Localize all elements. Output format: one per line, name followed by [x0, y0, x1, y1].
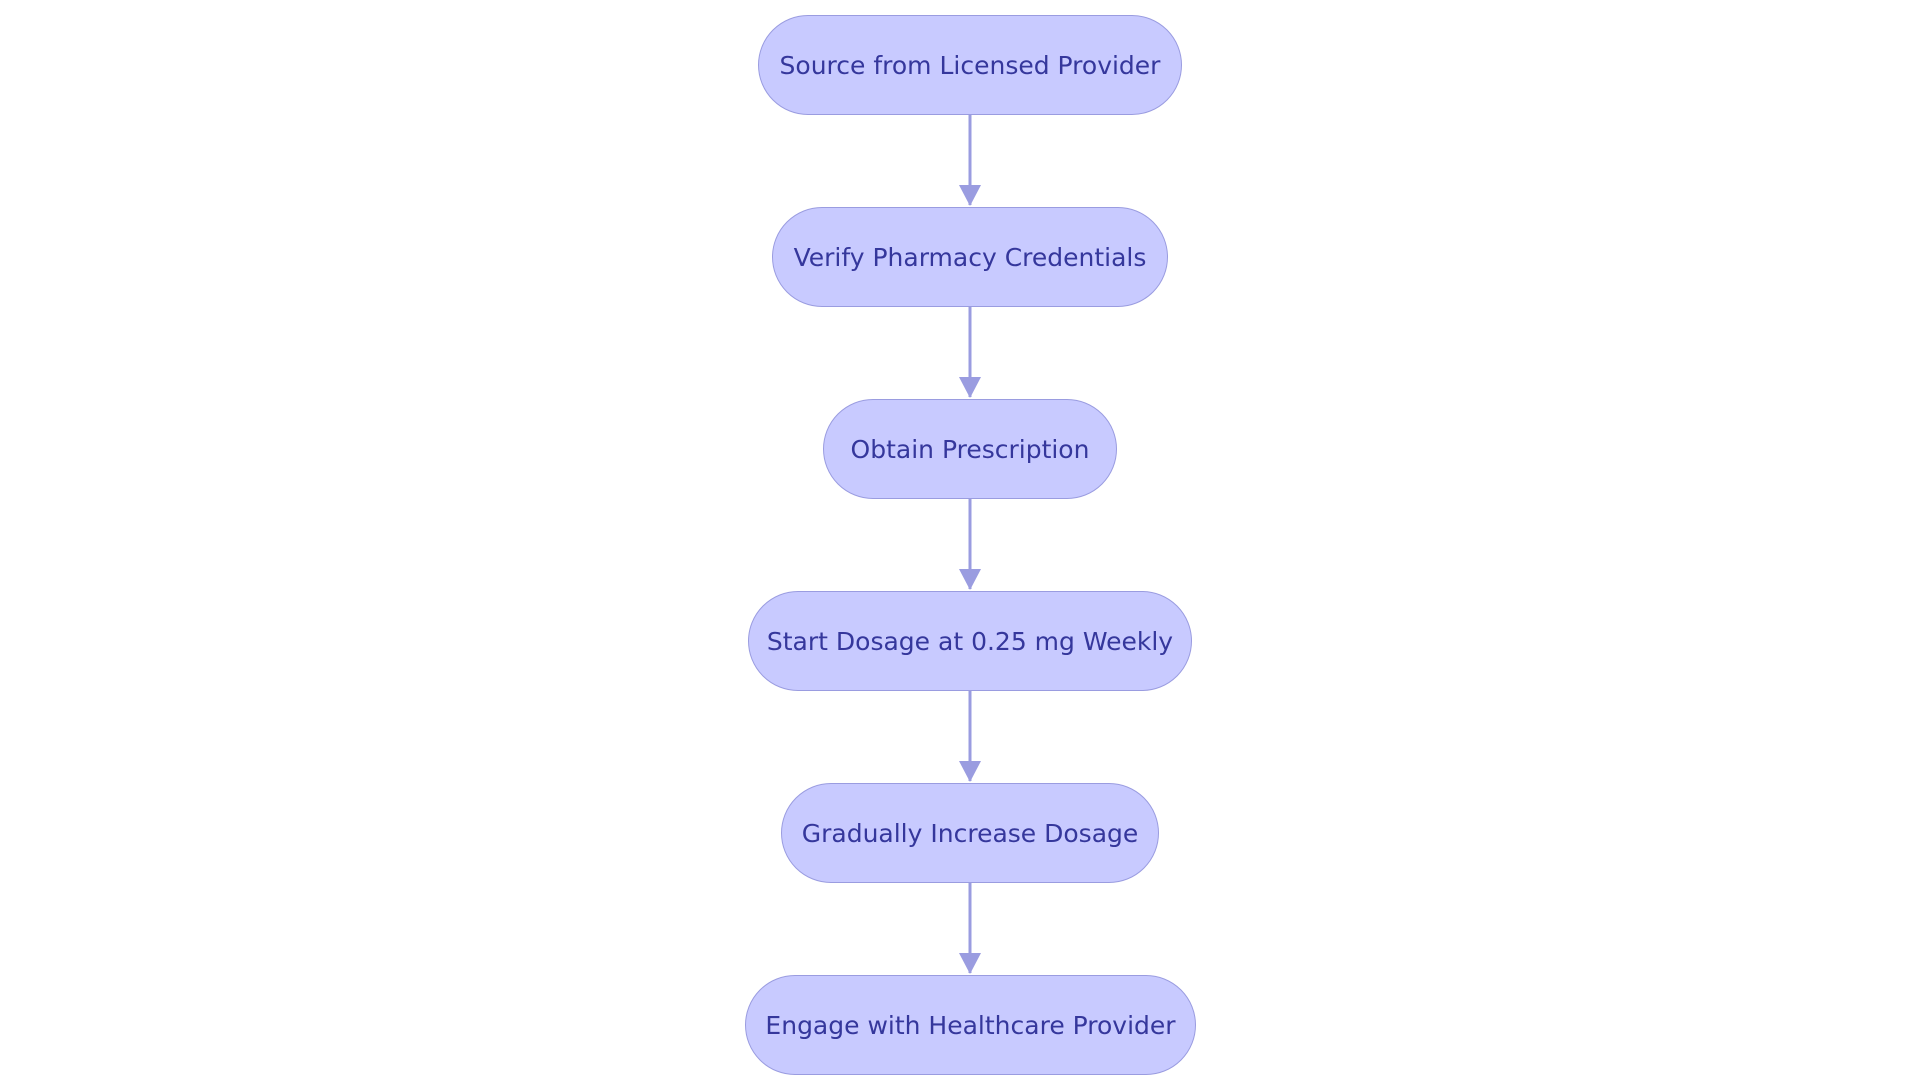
arrowhead-prescription — [959, 377, 981, 398]
node-label: Verify Pharmacy Credentials — [793, 242, 1147, 272]
node-label: Engage with Healthcare Provider — [765, 1010, 1176, 1040]
node-verify-pharmacy-credentials: Verify Pharmacy Credentials — [772, 207, 1168, 307]
node-label: Obtain Prescription — [850, 434, 1090, 464]
arrowhead-verify — [959, 185, 981, 206]
node-start-dosage: Start Dosage at 0.25 mg Weekly — [748, 591, 1192, 691]
node-obtain-prescription: Obtain Prescription — [823, 399, 1117, 499]
node-engage-with-healthcare-provider: Engage with Healthcare Provider — [745, 975, 1196, 1075]
node-label: Gradually Increase Dosage — [801, 818, 1139, 848]
node-source-from-licensed-provider: Source from Licensed Provider — [758, 15, 1182, 115]
arrowhead-engage — [959, 953, 981, 974]
node-label: Source from Licensed Provider — [779, 50, 1161, 80]
arrowhead-increase — [959, 761, 981, 782]
arrowhead-start — [959, 569, 981, 590]
node-gradually-increase-dosage: Gradually Increase Dosage — [781, 783, 1159, 883]
node-label: Start Dosage at 0.25 mg Weekly — [766, 626, 1174, 656]
